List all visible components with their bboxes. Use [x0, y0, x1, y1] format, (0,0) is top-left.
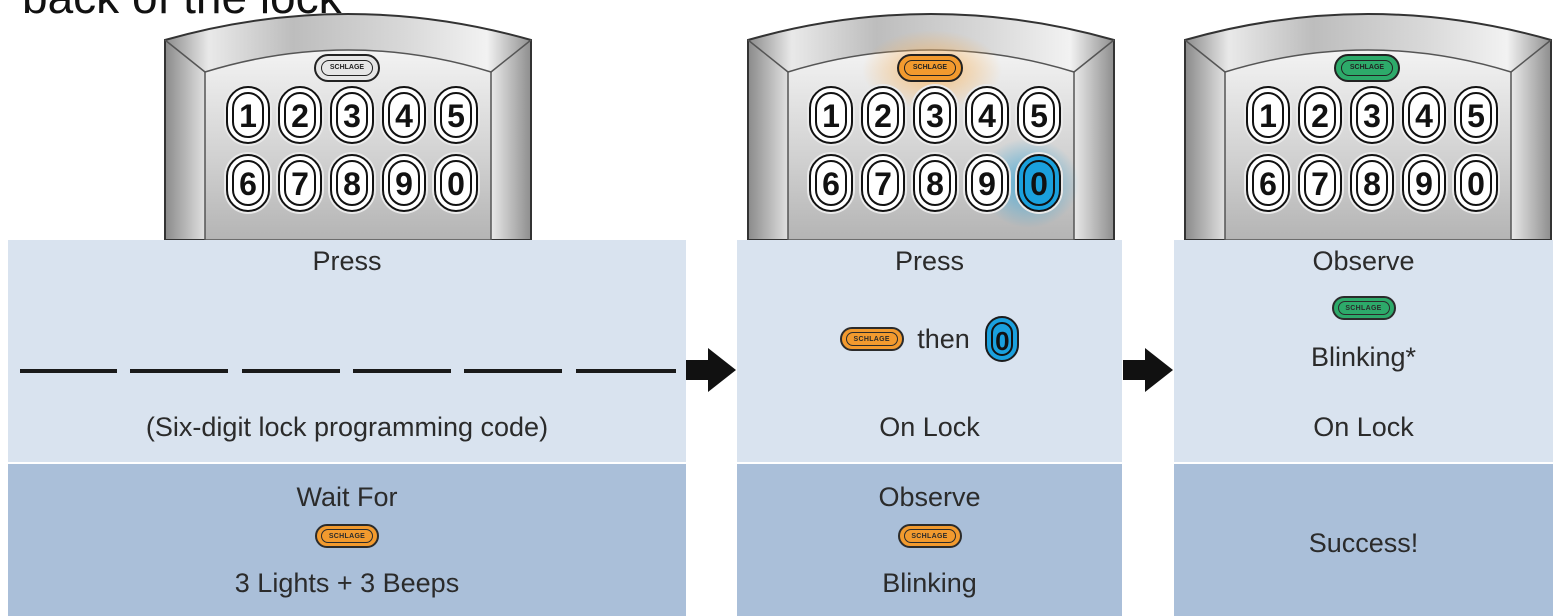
step3-caption: On Lock [1313, 412, 1414, 442]
keypad-digit-6: 6 [226, 154, 270, 212]
step3-title: Observe [1312, 246, 1415, 276]
zero-key-icon: 0 [985, 316, 1020, 362]
code-digit-blank-6 [576, 369, 676, 373]
schlage-logo-icon: SCHLAGE [315, 524, 379, 548]
keypad-digit-9: 9 [1402, 154, 1446, 212]
keypad-digit-5: 5 [1017, 86, 1061, 144]
step2-instruction-panel: Press SCHLAGE then 0 On Lock [737, 240, 1122, 462]
step2-feedback-panel: Observe SCHLAGE Blinking [737, 464, 1122, 616]
code-digit-blank-2 [130, 369, 228, 373]
code-digit-blank-3 [242, 369, 340, 373]
keypad-digit-8: 8 [1350, 154, 1394, 212]
keypad-digit-3: 3 [913, 86, 957, 144]
step3-feedback-panel: Success! [1174, 464, 1553, 616]
keypad-digit-4: 4 [1402, 86, 1446, 144]
code-digit-blank-4 [353, 369, 451, 373]
keypad-digit-1: 1 [226, 86, 270, 144]
keypad-digit-8: 8 [330, 154, 374, 212]
step2-key-sequence: SCHLAGE then 0 [737, 316, 1122, 362]
keypad-digit-7: 7 [861, 154, 905, 212]
schlage-logo-icon: SCHLAGE [1331, 296, 1396, 320]
schlage-logo-icon: SCHLAGE [314, 54, 380, 82]
keypad-digit-4: 4 [382, 86, 426, 144]
keypad-digit-7: 7 [1298, 154, 1342, 212]
keypad-digit-6: 6 [809, 154, 853, 212]
schlage-logo-icon: SCHLAGE [1334, 54, 1400, 82]
keypad-digit-9: 9 [382, 154, 426, 212]
step2-logo-wrap: SCHLAGE [737, 524, 1122, 548]
keypad-digit-1: 1 [1246, 86, 1290, 144]
keypad-digit-5: 5 [1454, 86, 1498, 144]
code-digit-blank-1 [20, 369, 117, 373]
keypad-digit-4: 4 [965, 86, 1009, 144]
step1-wait-title: Wait For [296, 482, 398, 512]
keypad-digit-3: 3 [1350, 86, 1394, 144]
step1-instruction-panel: Press (Six-digit lock programming code) [8, 240, 686, 462]
keypad-digit-2: 2 [1298, 86, 1342, 144]
step2-title: Press [894, 246, 965, 276]
keypad-digit-6: 6 [1246, 154, 1290, 212]
keypad-digit-2: 2 [861, 86, 905, 144]
keypad-digit-0: 0 [1017, 154, 1061, 212]
right-arrow-icon [1123, 348, 1173, 392]
step3-instruction-panel: Observe SCHLAGE Blinking* On Lock [1174, 240, 1553, 462]
step3-blinking-text: Blinking* [1310, 342, 1417, 372]
step1-feedback-panel: Wait For SCHLAGE 3 Lights + 3 Beeps [8, 464, 686, 616]
keypad-digit-2: 2 [278, 86, 322, 144]
step1-wait-caption: 3 Lights + 3 Beeps [234, 568, 460, 598]
code-digit-blank-5 [464, 369, 562, 373]
page-header: back of the lock [22, 0, 342, 24]
schlage-logo-icon: SCHLAGE [897, 524, 962, 548]
keypad-digit-7: 7 [278, 154, 322, 212]
step1-code-caption: (Six-digit lock programming code) [145, 412, 549, 442]
step1-title: Press [312, 246, 382, 276]
keypad-digit-9: 9 [965, 154, 1009, 212]
step2-caption: On Lock [879, 412, 980, 442]
keypad-digit-0: 0 [434, 154, 478, 212]
step1-logo-wrap: SCHLAGE [8, 524, 686, 548]
right-arrow-icon [686, 348, 736, 392]
schlage-logo-icon: SCHLAGE [897, 54, 963, 82]
step2-observe-title: Observe [878, 482, 981, 512]
schlage-logo-icon: SCHLAGE [839, 327, 904, 351]
step2-blinking-caption: Blinking [882, 568, 977, 598]
keypad-digit-3: 3 [330, 86, 374, 144]
step3-logo-wrap: SCHLAGE [1174, 296, 1553, 320]
keypad-digit-1: 1 [809, 86, 853, 144]
step2-then-text: then [917, 323, 970, 354]
keypad-digit-5: 5 [434, 86, 478, 144]
step3-success-text: Success! [1308, 528, 1419, 558]
keypad-digit-0: 0 [1454, 154, 1498, 212]
keypad-digit-8: 8 [913, 154, 957, 212]
